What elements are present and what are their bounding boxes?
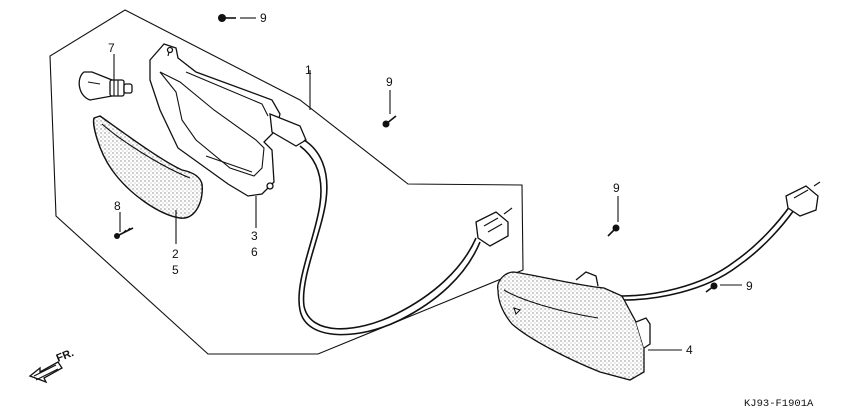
callout-3: 3: [251, 229, 258, 243]
callout-2: 2: [172, 247, 179, 261]
callout-9-top: 9: [260, 11, 267, 25]
screw-9-right-top: [607, 224, 620, 237]
callout-1: 1: [305, 63, 312, 77]
assembly-outline: [49, 9, 524, 355]
callout-5: 5: [172, 263, 179, 277]
front-direction-arrow: [28, 361, 63, 384]
right-signal-part: [497, 271, 651, 381]
callout-4: 4: [686, 343, 693, 357]
diagram-reference-code: KJ93-F1901A: [744, 398, 814, 410]
bulb-part: [78, 71, 133, 101]
screw-9-top: [218, 14, 236, 22]
callout-6: 6: [251, 245, 258, 259]
callout-9-right-bottom: 9: [746, 279, 753, 293]
callout-7: 7: [108, 41, 115, 55]
callout-8: 8: [114, 199, 121, 213]
left-lens-part: [92, 115, 203, 219]
callout-9-mid: 9: [386, 75, 393, 89]
right-wire-harness: [621, 181, 821, 301]
screw-9-right-bottom: [705, 282, 718, 293]
screw-8: [114, 227, 134, 239]
left-housing-part: [149, 43, 307, 197]
front-label: FR.: [55, 347, 76, 365]
screw-9-mid: [382, 115, 397, 128]
left-wire-harness: [298, 139, 513, 336]
callout-9-right-top: 9: [613, 181, 620, 195]
